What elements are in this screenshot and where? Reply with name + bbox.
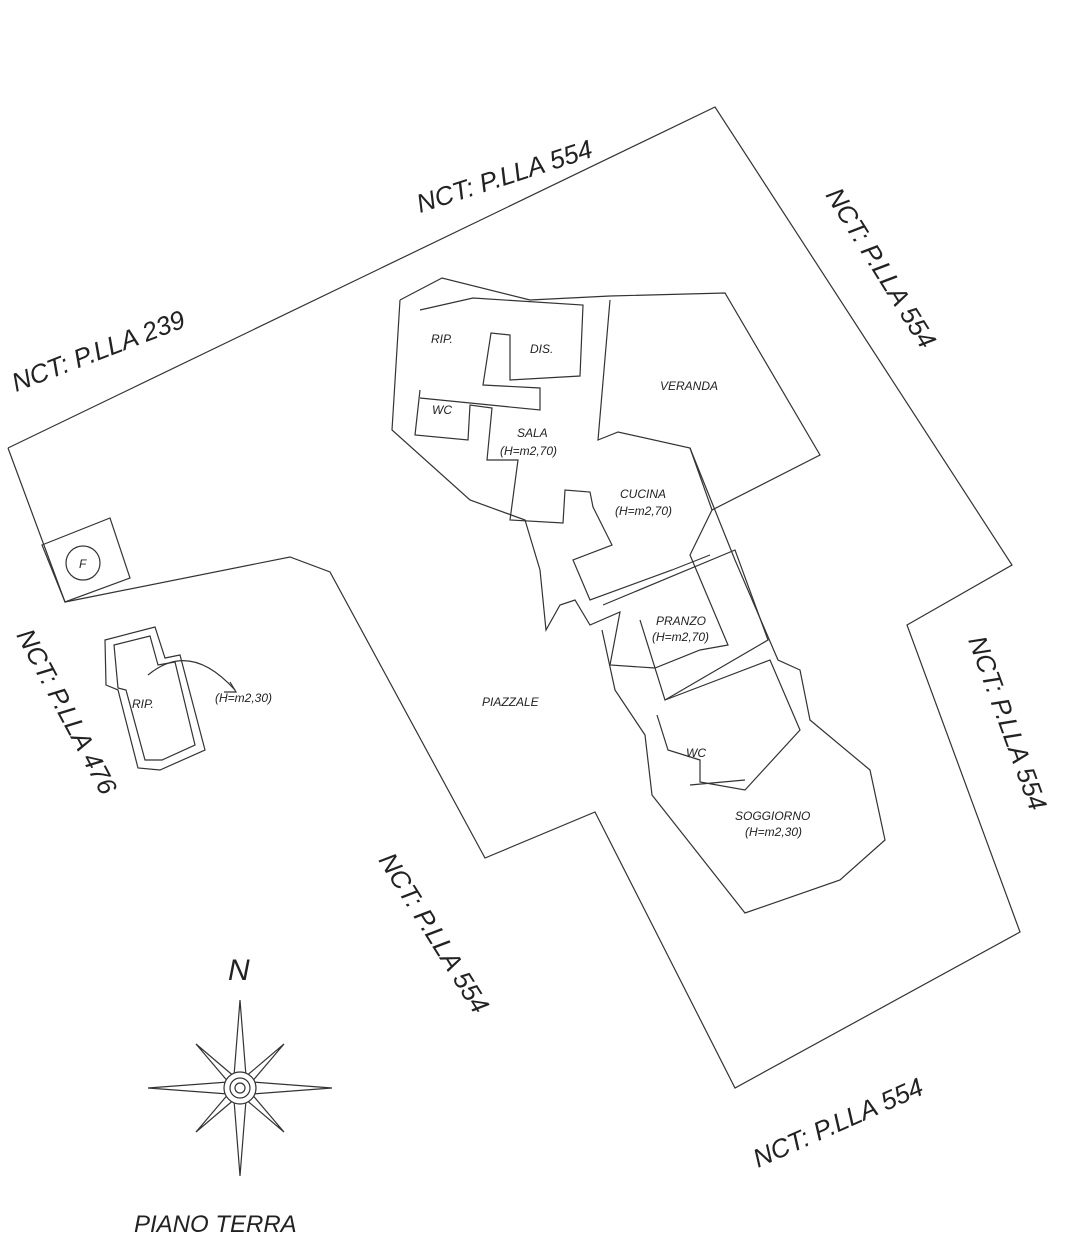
dis-label: DIS. — [530, 342, 553, 356]
pranzo-label: PRANZO — [656, 614, 706, 628]
piazzale-label: PIAZZALE — [482, 695, 540, 709]
wc-bottom-label: WC — [686, 746, 706, 760]
plan-title: PIANO TERRA — [134, 1211, 297, 1238]
forno-label: F — [79, 557, 87, 571]
parcel-label-bottom-middle: NCT: P.LLA 554 — [373, 847, 495, 1018]
parcel-label-right-lower: NCT: P.LLA 554 — [962, 632, 1053, 814]
parcel-boundary — [7, 106, 1021, 1089]
veranda-label: VERANDA — [660, 379, 718, 393]
rip-left-height: (H=m2,30) — [215, 691, 272, 705]
main-building: RIP. DIS. WC SALA (H=m2,70) VERANDA CUCI… — [391, 277, 886, 914]
parcel-label-bottom-right: NCT: P.LLA 554 — [748, 1072, 927, 1174]
parcel-label-top-left: NCT: P.LLA 239 — [7, 304, 189, 398]
cucina-height: (H=m2,70) — [615, 504, 672, 518]
rip-left-building: RIP. (H=m2,30) — [104, 626, 272, 771]
sala-height: (H=m2,70) — [500, 444, 557, 458]
parcel-label-right-upper: NCT: P.LLA 554 — [820, 182, 942, 353]
rip-left-label: RIP. — [132, 697, 154, 711]
cucina-label: CUCINA — [620, 487, 666, 501]
pranzo-height: (H=m2,70) — [652, 630, 709, 644]
forno: F — [41, 517, 131, 603]
wc-top-label: WC — [432, 403, 452, 417]
soggiorno-label: SOGGIORNO — [735, 809, 810, 823]
parcel-label-top: NCT: P.LLA 554 — [413, 134, 596, 219]
north-label: N — [228, 954, 250, 987]
rip-top-label: RIP. — [431, 332, 453, 346]
soggiorno-height: (H=m2,30) — [745, 825, 802, 839]
parcel-label-left: NCT: P.LLA 476 — [11, 624, 124, 800]
compass-rose-icon — [147, 999, 333, 1177]
sala-label: SALA — [517, 426, 548, 440]
